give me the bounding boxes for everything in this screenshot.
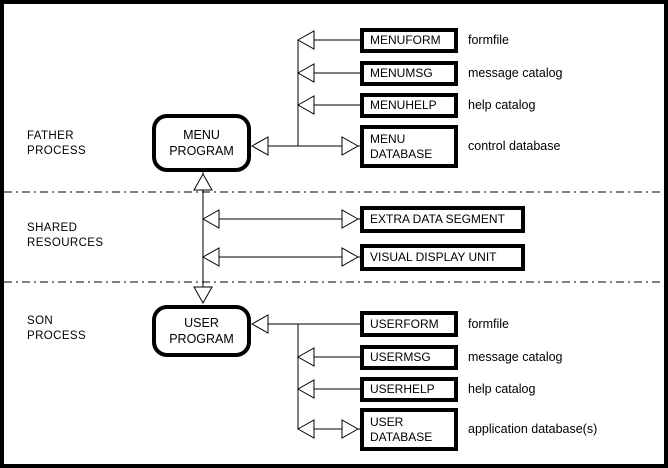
box-menuform: MENUFORM bbox=[360, 28, 458, 53]
arrow-right-into-menu-database-icon bbox=[341, 136, 360, 156]
section-label-father-process: FATHER PROCESS bbox=[27, 130, 87, 157]
section-label-son-process: SON PROCESS bbox=[27, 315, 87, 342]
arrow-left-extra-data-segment-icon bbox=[201, 209, 220, 229]
desc-usermsg: message catalog bbox=[468, 350, 563, 364]
arrow-left-into-user-program-icon bbox=[250, 314, 269, 334]
box-user-database: USER DATABASE bbox=[360, 408, 458, 451]
box-extra-data-segment: EXTRA DATA SEGMENT bbox=[360, 206, 525, 233]
arrow-left-userdatabase-icon bbox=[296, 419, 315, 439]
desc-userhelp: help catalog bbox=[468, 382, 536, 396]
arrow-down-into-user-program-icon bbox=[193, 286, 213, 305]
arrow-right-into-extra-data-segment-icon bbox=[341, 209, 360, 229]
arrow-left-usermsg-icon bbox=[296, 347, 315, 367]
node-menu-program: MENU PROGRAM bbox=[152, 114, 251, 172]
arrow-left-menuform-icon bbox=[296, 30, 315, 50]
desc-menumsg: message catalog bbox=[468, 66, 563, 80]
box-menuhelp: MENUHELP bbox=[360, 93, 458, 118]
section-label-shared-resources: SHARED RESOURCES bbox=[27, 222, 104, 249]
desc-menu-database: control database bbox=[468, 139, 561, 153]
node-user-program: USER PROGRAM bbox=[152, 305, 251, 357]
desc-menuhelp: help catalog bbox=[468, 98, 536, 112]
arrow-left-userhelp-icon bbox=[296, 379, 315, 399]
desc-menuform: formfile bbox=[468, 33, 509, 47]
arrow-up-into-menu-program-icon bbox=[193, 172, 213, 191]
arrow-left-visual-display-unit-icon bbox=[201, 247, 220, 267]
shared-connector-lines bbox=[202, 172, 360, 303]
arrow-left-menuhelp-icon bbox=[296, 95, 315, 115]
desc-user-database: application database(s) bbox=[468, 422, 598, 436]
arrow-right-into-user-database-icon bbox=[341, 419, 360, 439]
father-connector-lines bbox=[252, 39, 360, 147]
desc-userform: formfile bbox=[468, 317, 509, 331]
arrow-right-into-visual-display-unit-icon bbox=[341, 247, 360, 267]
box-menumsg: MENUMSG bbox=[360, 61, 458, 86]
box-menu-database: MENU DATABASE bbox=[360, 125, 458, 168]
arrow-left-menumsg-icon bbox=[296, 63, 315, 83]
box-visual-display-unit: VISUAL DISPLAY UNIT bbox=[360, 244, 525, 271]
box-usermsg: USERMSG bbox=[360, 345, 458, 370]
arrowheads bbox=[193, 30, 360, 439]
process-divider-lines bbox=[4, 191, 664, 283]
arrow-left-into-menu-program-icon bbox=[250, 136, 269, 156]
box-userform: USERFORM bbox=[360, 311, 458, 337]
box-userhelp: USERHELP bbox=[360, 377, 458, 402]
son-connector-lines bbox=[252, 323, 360, 430]
